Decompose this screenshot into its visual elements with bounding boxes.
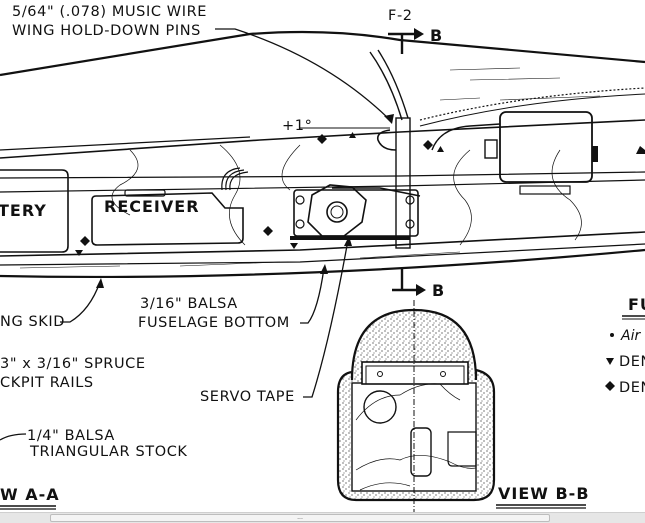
spruce-rails-label-2: CKPIT RAILS <box>0 375 94 391</box>
section-marker-top: F-2 B <box>388 8 443 54</box>
view-aa-title: W A-A <box>0 485 60 504</box>
triangle-marker <box>290 243 298 249</box>
cross-section-view-bb <box>336 300 496 512</box>
dot-icon <box>610 333 614 337</box>
triangular-stock-label-1: 1/4" BALSA <box>27 428 115 444</box>
section-b-label-top: B <box>430 26 443 45</box>
former-f2 <box>376 117 411 249</box>
diamond-marker <box>317 134 327 144</box>
horizontal-scrollbar[interactable]: ... <box>0 512 645 523</box>
callout-servo-tape: SERVO TAPE <box>200 236 352 405</box>
balsa-bottom-label-1: 3/16" BALSA <box>140 296 238 312</box>
legend: FU Air DEN DEN <box>605 295 645 396</box>
triangle-marker <box>437 146 444 152</box>
spruce-rails-label-1: 3" x 3/16" SPRUCE <box>0 356 146 372</box>
diamond-marker <box>263 226 273 236</box>
diamond-marker <box>423 140 433 150</box>
former-f2-label: F-2 <box>388 8 413 24</box>
callout-triangular-stock: 1/4" BALSA TRIANGULAR STOCK <box>0 428 188 460</box>
music-wire-label: 5/64" (.078) MUSIC WIRE <box>12 4 207 20</box>
view-bb-title: VIEW B-B <box>498 484 590 503</box>
view-label-bb: VIEW B-B <box>496 484 590 509</box>
battery-label: TERY <box>0 201 47 220</box>
servo-tape-label: SERVO TAPE <box>200 389 295 405</box>
scrollbar-thumb[interactable]: ... <box>50 514 550 522</box>
landing-skid-label: NG SKID <box>0 314 65 330</box>
triangle-marker <box>349 132 356 138</box>
battery-pack: TERY <box>0 169 69 253</box>
callout-music-wire: 5/64" (.078) MUSIC WIRE WING HOLD-DOWN P… <box>12 4 394 124</box>
legend-item-den-diamond: DEN <box>619 380 645 396</box>
view-label-aa: W A-A <box>0 485 60 510</box>
legend-title: FU <box>628 295 645 314</box>
incidence-angle-label: +1° <box>282 118 312 134</box>
plan-drawing: TERY RECEIVER <box>0 4 645 512</box>
legend-item-den-triangle: DEN <box>619 354 645 370</box>
triangle-marker <box>636 146 645 154</box>
diamond-marker <box>80 236 90 246</box>
legend-markers <box>75 132 645 256</box>
balsa-bottom-label-2: FUSELAGE BOTTOM <box>138 315 290 331</box>
section-b-label-bottom: B <box>432 281 445 300</box>
servo <box>290 184 421 240</box>
receiver-box: RECEIVER <box>91 167 249 246</box>
hold-down-pins-label: WING HOLD-DOWN PINS <box>12 23 201 39</box>
section-marker-bottom: B <box>392 268 445 300</box>
diamond-icon <box>605 381 615 391</box>
callout-landing-skid: NG SKID <box>0 278 104 330</box>
scrollbar-grip-icon: ... <box>297 514 303 521</box>
triangular-stock-label-2: TRIANGULAR STOCK <box>29 444 188 460</box>
fuselage-side-view <box>0 30 645 279</box>
triangle-down-icon <box>606 358 614 365</box>
receiver-label: RECEIVER <box>104 197 200 216</box>
legend-item-air: Air <box>620 328 641 344</box>
fuel-tank <box>431 111 598 195</box>
callout-cockpit-rails: 3" x 3/16" SPRUCE CKPIT RAILS <box>0 356 146 391</box>
callout-fuselage-bottom: 3/16" BALSA FUSELAGE BOTTOM <box>138 264 328 331</box>
triangle-marker <box>75 250 83 256</box>
